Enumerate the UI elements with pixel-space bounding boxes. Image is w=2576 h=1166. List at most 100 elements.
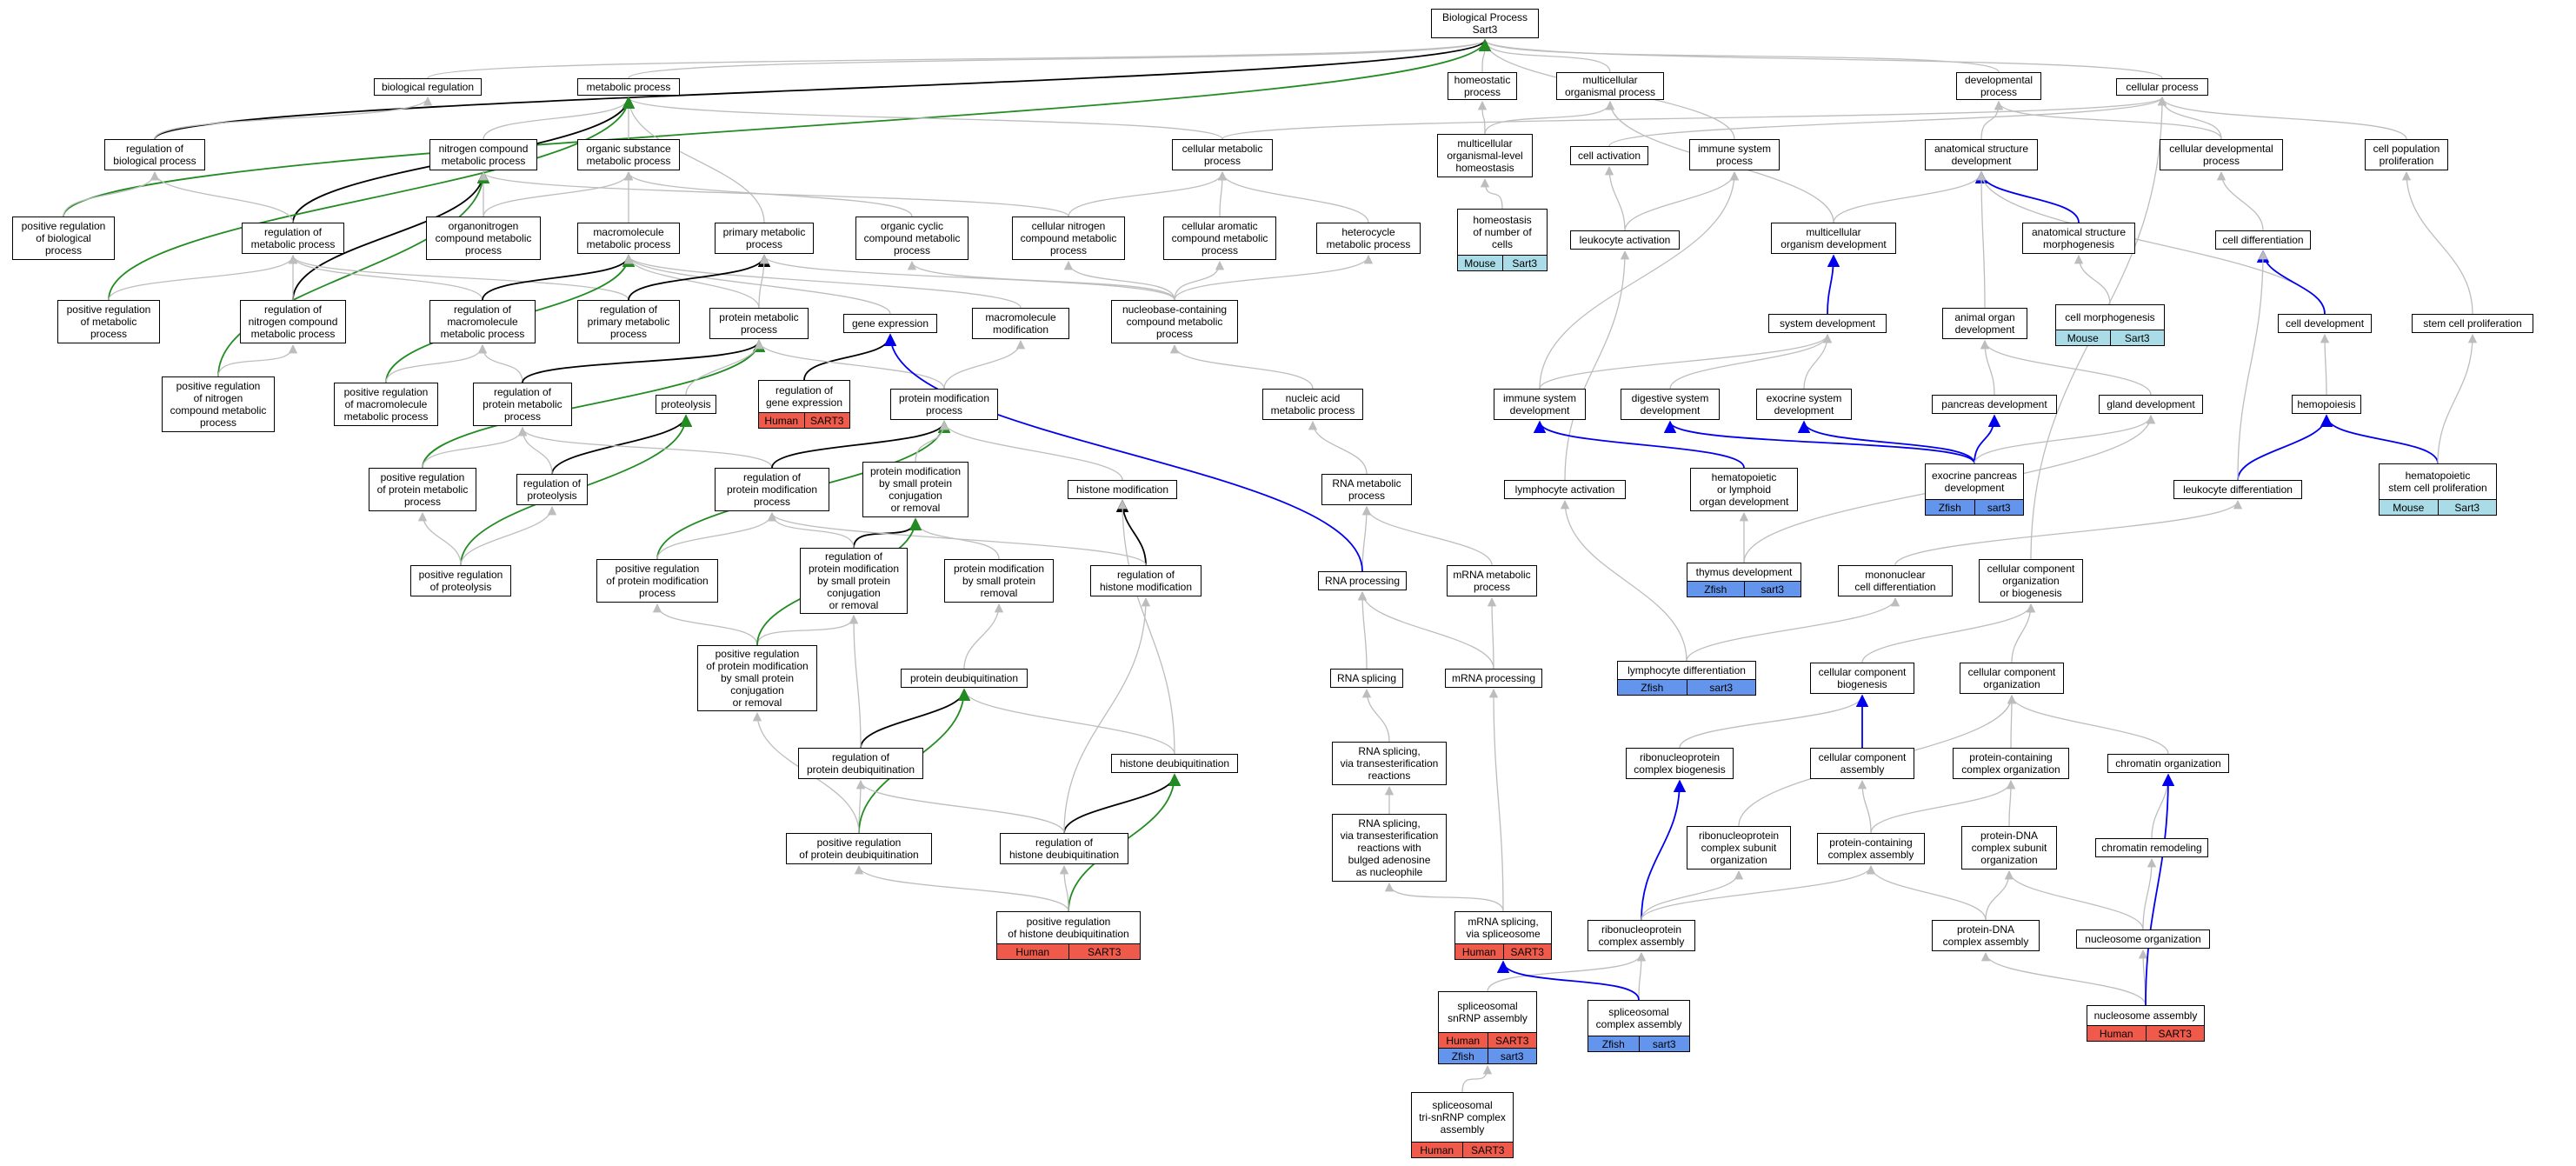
node-protein-deubiquitination[interactable]: protein deubiquitination: [901, 669, 1028, 688]
node-multicellular-organismal-process[interactable]: multicellular organismal process: [1556, 72, 1664, 100]
node-anatomical-structure-morphogenesis[interactable]: anatomical structure morphogenesis: [2022, 223, 2135, 254]
node-regulation-of-biological-process[interactable]: regulation of biological process: [104, 139, 205, 170]
node-organic-cyclic-compound-metabolic-process[interactable]: organic cyclic compound metabolic proces…: [855, 217, 968, 260]
node-ribonucleoprotein-complex-subunit-organization[interactable]: ribonucleoprotein complex subunit organi…: [1687, 826, 1791, 870]
node-mrna-metabolic-process[interactable]: mRNA metabolic process: [1447, 565, 1537, 596]
node-leukocyte-activation[interactable]: leukocyte activation: [1570, 230, 1680, 250]
node-protein-dna-complex-assembly[interactable]: protein-DNA complex assembly: [1932, 920, 2040, 951]
node-leukocyte-differentiation[interactable]: leukocyte differentiation: [2173, 480, 2302, 499]
node-positive-regulation-of-metabolic-process[interactable]: positive regulation of metabolic process: [57, 300, 160, 343]
node-stem-cell-proliferation[interactable]: stem cell proliferation: [2412, 314, 2533, 333]
node-animal-organ-development[interactable]: animal organ development: [1942, 308, 2027, 339]
node-histone-deubiquitination[interactable]: histone deubiquitination: [1111, 754, 1238, 773]
node-nucleobase-containing-compound-metabolic-process[interactable]: nucleobase-containing compound metabolic…: [1111, 300, 1238, 343]
node-positive-regulation-of-protein-modification-process[interactable]: positive regulation of protein modificat…: [596, 559, 718, 603]
node-positive-regulation-of-macromolecule-metabolic-process[interactable]: positive regulation of macromolecule met…: [334, 383, 438, 426]
node-cellular-aromatic-compound-metabolic-process[interactable]: cellular aromatic compound metabolic pro…: [1163, 217, 1276, 260]
node-cell-differentiation[interactable]: cell differentiation: [2215, 230, 2311, 250]
node-primary-metabolic-process[interactable]: primary metabolic process: [715, 223, 814, 254]
node-regulation-of-protein-modification-by-small-protein-conjugation-or-removal[interactable]: regulation of protein modification by sm…: [800, 548, 908, 614]
node-cellular-developmental-process[interactable]: cellular developmental process: [2160, 139, 2283, 170]
node-rna-processing[interactable]: RNA processing: [1318, 571, 1407, 590]
node-positive-regulation-of-histone-deubiquitination[interactable]: positive regulation of histone deubiquit…: [996, 911, 1141, 960]
node-cellular-component-assembly[interactable]: cellular component assembly: [1810, 748, 1914, 779]
node-protein-modification-by-small-protein-conjugation-or-removal[interactable]: protein modification by small protein co…: [862, 462, 968, 517]
node-protein-containing-complex-organization[interactable]: protein-containing complex organization: [1953, 748, 2069, 779]
node-metabolic-process[interactable]: metabolic process: [577, 78, 680, 96]
node-immune-system-development[interactable]: immune system development: [1494, 389, 1586, 420]
node-positive-regulation-of-nitrogen-compound-metabolic-process[interactable]: positive regulation of nitrogen compound…: [162, 376, 275, 432]
node-developmental-process[interactable]: developmental process: [1956, 72, 2041, 100]
node-regulation-of-primary-metabolic-process[interactable]: regulation of primary metabolic process: [577, 300, 680, 343]
node-protein-modification-process[interactable]: protein modification process: [890, 389, 998, 420]
node-pancreas-development[interactable]: pancreas development: [1932, 395, 2057, 414]
node-protein-modification-by-small-protein-removal[interactable]: protein modification by small protein re…: [944, 559, 1054, 603]
node-digestive-system-development[interactable]: digestive system development: [1621, 389, 1720, 420]
node-cellular-metabolic-process[interactable]: cellular metabolic process: [1172, 139, 1273, 170]
node-cellular-component-biogenesis[interactable]: cellular component biogenesis: [1810, 663, 1914, 694]
node-positive-regulation-of-proteolysis[interactable]: positive regulation of proteolysis: [410, 565, 511, 596]
node-exocrine-system-development[interactable]: exocrine system development: [1756, 389, 1852, 420]
node-gene-expression[interactable]: gene expression: [843, 314, 937, 333]
node-positive-regulation-of-protein-deubiquitination[interactable]: positive regulation of protein deubiquit…: [786, 833, 932, 864]
node-chromatin-organization[interactable]: chromatin organization: [2107, 754, 2229, 773]
node-nitrogen-compound-metabolic-process[interactable]: nitrogen compound metabolic process: [429, 139, 537, 170]
node-positive-regulation-of-protein-modification-by-small-protein-conjugation-or-removal[interactable]: positive regulation of protein modificat…: [697, 645, 817, 711]
node-heterocycle-metabolic-process[interactable]: heterocycle metabolic process: [1316, 223, 1421, 254]
node-positive-regulation-of-biological-process[interactable]: positive regulation of biological proces…: [12, 217, 115, 260]
node-homeostatic-process[interactable]: homeostatic process: [1448, 72, 1517, 100]
node-macromolecule-metabolic-process[interactable]: macromolecule metabolic process: [577, 223, 680, 254]
node-cellular-nitrogen-compound-metabolic-process[interactable]: cellular nitrogen compound metabolic pro…: [1012, 217, 1125, 260]
node-regulation-of-protein-deubiquitination[interactable]: regulation of protein deubiquitination: [798, 748, 923, 779]
node-ribonucleoprotein-complex-biogenesis[interactable]: ribonucleoprotein complex biogenesis: [1626, 748, 1734, 779]
node-regulation-of-nitrogen-compound-metabolic-process[interactable]: regulation of nitrogen compound metaboli…: [240, 300, 346, 343]
node-cell-activation[interactable]: cell activation: [1570, 146, 1648, 165]
node-cellular-component-organization[interactable]: cellular component organization: [1960, 663, 2064, 694]
node-multicellular-organismal-level-homeostasis[interactable]: multicellular organismal-level homeostas…: [1437, 134, 1533, 177]
node-multicellular-organism-development[interactable]: multicellular organism development: [1771, 223, 1896, 254]
node-cell-development[interactable]: cell development: [2278, 314, 2372, 333]
node-proteolysis[interactable]: proteolysis: [656, 395, 716, 414]
node-mononuclear-cell-differentiation[interactable]: mononuclear cell differentiation: [1838, 565, 1953, 596]
node-biological-regulation[interactable]: biological regulation: [374, 78, 482, 96]
node-nucleosome-organization[interactable]: nucleosome organization: [2076, 929, 2210, 949]
node-protein-dna-complex-subunit-organization[interactable]: protein-DNA complex subunit organization: [1961, 826, 2057, 870]
node-positive-regulation-of-protein-metabolic-process[interactable]: positive regulation of protein metabolic…: [369, 468, 476, 511]
node-chromatin-remodeling[interactable]: chromatin remodeling: [2095, 838, 2208, 857]
node-mrna-processing[interactable]: mRNA processing: [1445, 669, 1542, 688]
node-organonitrogen-compound-metabolic-process[interactable]: organonitrogen compound metabolic proces…: [426, 217, 541, 260]
node-hemopoiesis[interactable]: hemopoiesis: [2292, 395, 2361, 414]
node-protein-containing-complex-assembly[interactable]: protein-containing complex assembly: [1817, 833, 1925, 864]
node-cell-population-proliferation[interactable]: cell population proliferation: [2365, 139, 2448, 170]
node-regulation-of-macromolecule-metabolic-process[interactable]: regulation of macromolecule metabolic pr…: [429, 300, 536, 343]
node-protein-metabolic-process[interactable]: protein metabolic process: [709, 308, 809, 339]
node-macromolecule-modification[interactable]: macromolecule modification: [972, 308, 1069, 339]
node-immune-system-process[interactable]: immune system process: [1689, 139, 1780, 170]
node-bp-sart3[interactable]: Biological Process Sart3: [1431, 9, 1539, 38]
node-histone-modification[interactable]: histone modification: [1068, 480, 1177, 499]
node-gland-development[interactable]: gland development: [2099, 395, 2203, 414]
node-anatomical-structure-development[interactable]: anatomical structure development: [1925, 139, 2038, 170]
node-rna-splicing-bulged-adenosine[interactable]: RNA splicing, via transesterification re…: [1332, 814, 1447, 882]
node-cellular-process[interactable]: cellular process: [2116, 78, 2208, 96]
node-ribonucleoprotein-complex-assembly[interactable]: ribonucleoprotein complex assembly: [1588, 920, 1695, 951]
node-lymphocyte-activation[interactable]: lymphocyte activation: [1504, 480, 1626, 499]
node-regulation-of-proteolysis[interactable]: regulation of proteolysis: [516, 474, 588, 505]
node-system-development[interactable]: system development: [1768, 314, 1887, 333]
node-regulation-of-histone-modification[interactable]: regulation of histone modification: [1090, 565, 1201, 596]
node-regulation-of-metabolic-process[interactable]: regulation of metabolic process: [242, 223, 344, 254]
node-regulation-of-histone-deubiquitination[interactable]: regulation of histone deubiquitination: [1000, 833, 1128, 864]
node-rna-splicing-via-transesterification-reactions[interactable]: RNA splicing, via transesterification re…: [1332, 742, 1447, 785]
node-cellular-component-organization-or-biogenesis[interactable]: cellular component organization or bioge…: [1979, 559, 2083, 603]
node-regulation-of-protein-modification-process[interactable]: regulation of protein modification proce…: [715, 468, 829, 511]
node-rna-splicing[interactable]: RNA splicing: [1330, 669, 1403, 688]
node-rna-metabolic-process[interactable]: RNA metabolic process: [1321, 474, 1412, 505]
